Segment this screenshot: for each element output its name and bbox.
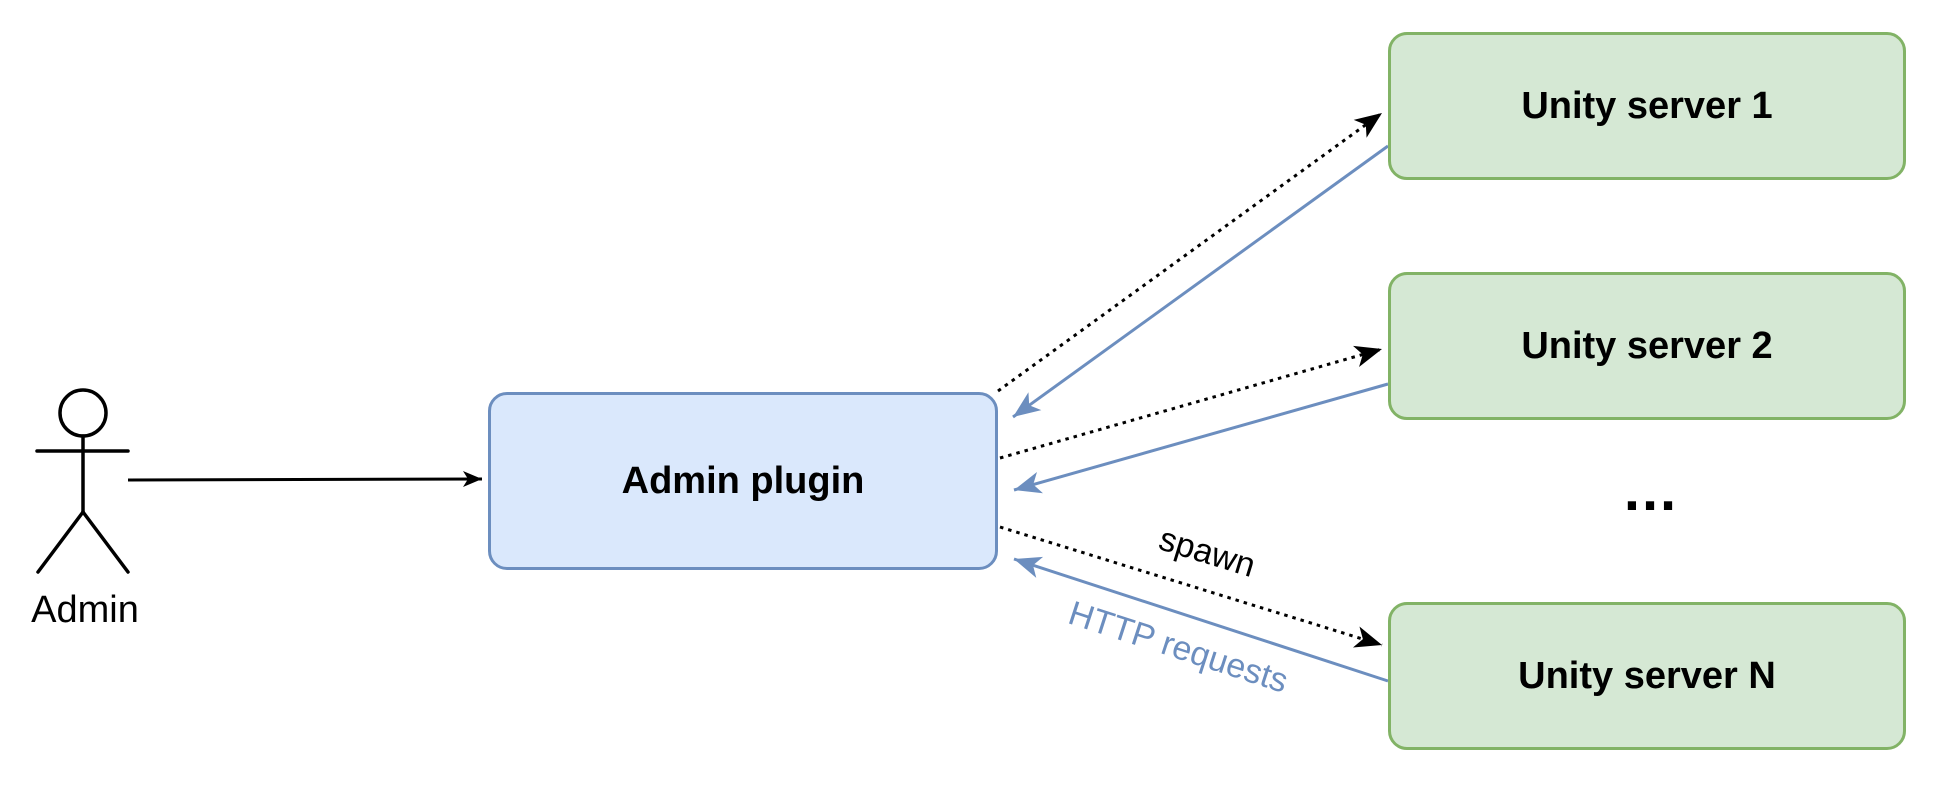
node-unity-server-n-label: Unity server N — [1518, 654, 1776, 697]
edge-http-server-1 — [1012, 144, 1389, 419]
edge-admin-to-plugin — [127, 471, 483, 488]
actor-leg-right — [81, 510, 130, 574]
node-unity-server-n: Unity server N — [1388, 602, 1906, 750]
edge-spawn-server-2 — [999, 345, 1383, 460]
node-unity-server-2-label: Unity server 2 — [1521, 324, 1773, 367]
admin-actor-figure — [35, 388, 130, 574]
servers-ellipsis: ... — [1623, 458, 1679, 523]
edge-spawn-server-n — [999, 525, 1383, 648]
actor-leg-left — [36, 510, 85, 574]
edge-spawn-server-1 — [997, 111, 1383, 393]
node-admin-plugin-label: Admin plugin — [621, 459, 865, 502]
node-admin-plugin: Admin plugin — [488, 392, 998, 570]
actor-head — [58, 388, 108, 438]
edge-http-server-2 — [1013, 382, 1389, 494]
edge-http-server-n — [1013, 556, 1389, 683]
node-unity-server-2: Unity server 2 — [1388, 272, 1906, 420]
node-unity-server-1-label: Unity server 1 — [1521, 84, 1773, 127]
node-unity-server-1: Unity server 1 — [1388, 32, 1906, 180]
admin-actor-label: Admin — [31, 589, 139, 631]
